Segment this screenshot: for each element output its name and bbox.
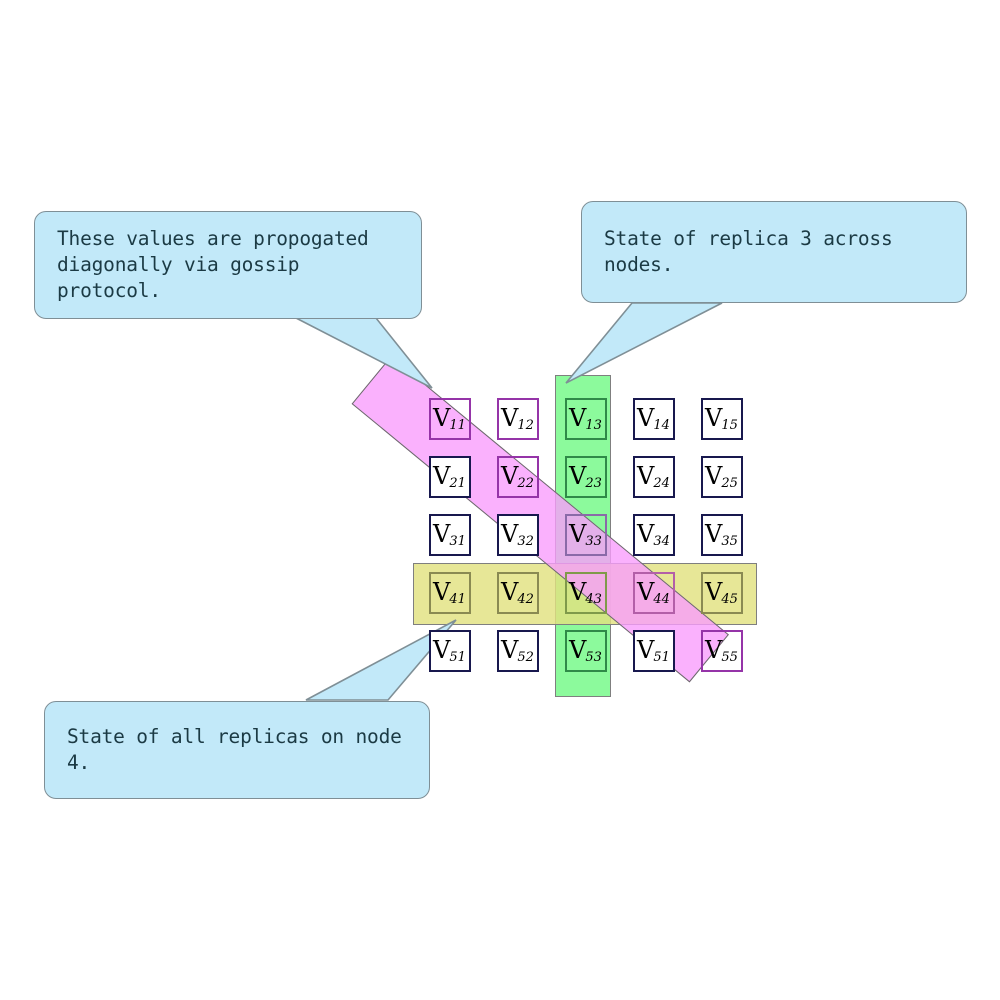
value-letter: V: [569, 404, 587, 432]
value-letter: V: [433, 520, 451, 548]
value-letter: V: [637, 520, 655, 548]
value-letter: V: [433, 462, 451, 490]
tail-node4: [305, 619, 457, 701]
value-subscript: 51: [653, 649, 670, 665]
callout-node-4[interactable]: State of all replicas on node 4.: [44, 701, 430, 799]
value-subscript: 44: [653, 591, 670, 607]
value-subscript: 13: [585, 417, 602, 433]
value-subscript: 42: [517, 591, 534, 607]
value-letter: V: [705, 636, 723, 664]
value-letter: V: [705, 404, 723, 432]
value-subscript: 41: [449, 591, 466, 607]
value-subscript: 31: [449, 533, 466, 549]
value-letter: V: [637, 636, 655, 664]
value-subscript: 15: [721, 417, 738, 433]
value-letter: V: [501, 578, 519, 606]
value-subscript: 23: [585, 475, 602, 491]
value-subscript: 55: [721, 649, 738, 665]
value-letter: V: [569, 578, 587, 606]
value-subscript: 35: [721, 533, 738, 549]
value-letter: V: [705, 520, 723, 548]
value-letter: V: [433, 404, 451, 432]
value-letter: V: [501, 404, 519, 432]
value-subscript: 11: [449, 417, 466, 433]
value-subscript: 12: [517, 417, 534, 433]
value-letter: V: [705, 462, 723, 490]
value-subscript: 45: [721, 591, 738, 607]
value-subscript: 33: [585, 533, 602, 549]
callout-gossip-diagonal[interactable]: These values are propogated diagonally v…: [34, 211, 422, 319]
value-subscript: 34: [653, 533, 670, 549]
value-subscript: 22: [517, 475, 534, 491]
value-subscript: 43: [585, 591, 602, 607]
value-subscript: 52: [517, 649, 534, 665]
value-subscript: 24: [653, 475, 670, 491]
value-subscript: 25: [721, 475, 738, 491]
callout-text: State of all replicas on node 4.: [67, 725, 402, 774]
value-subscript: 14: [653, 417, 670, 433]
value-letter: V: [569, 636, 587, 664]
callout-text: State of replica 3 across nodes.: [604, 227, 893, 276]
value-subscript: 53: [585, 649, 602, 665]
value-letter: V: [705, 578, 723, 606]
value-letter: V: [433, 636, 451, 664]
value-letter: V: [433, 578, 451, 606]
value-letter: V: [501, 636, 519, 664]
value-subscript: 51: [449, 649, 466, 665]
tail-diagonal: [295, 317, 433, 389]
value-subscript: 32: [517, 533, 534, 549]
value-letter: V: [501, 520, 519, 548]
tail-replica3: [565, 302, 723, 384]
value-letter: V: [569, 462, 587, 490]
value-letter: V: [569, 520, 587, 548]
value-letter: V: [637, 462, 655, 490]
value-subscript: 21: [449, 475, 466, 491]
callout-text: These values are propogated diagonally v…: [57, 227, 369, 302]
callout-replica-3[interactable]: State of replica 3 across nodes.: [581, 201, 967, 303]
value-letter: V: [637, 404, 655, 432]
value-letter: V: [501, 462, 519, 490]
value-letter: V: [637, 578, 655, 606]
